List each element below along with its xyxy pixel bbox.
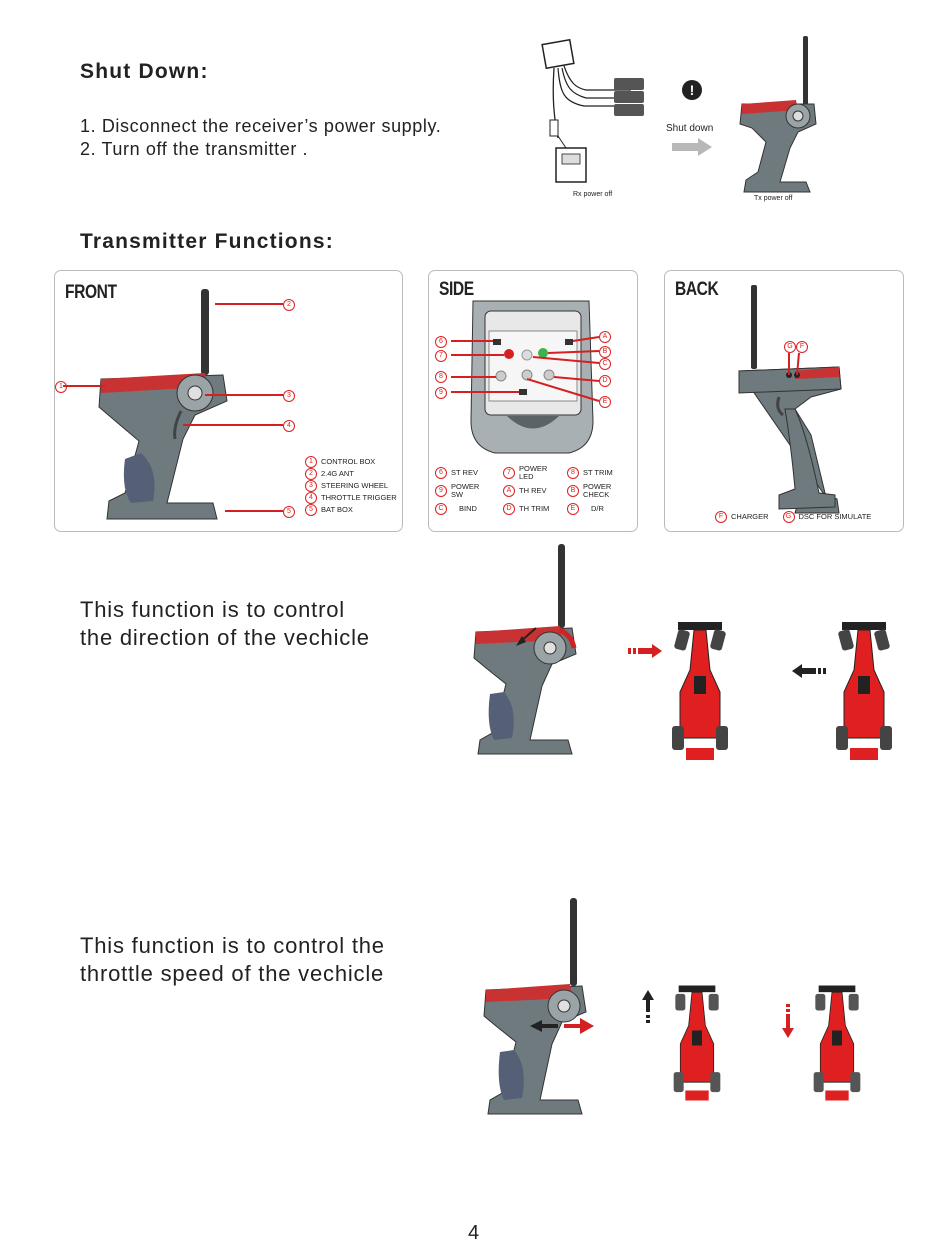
shutdown-step-1: 1. Disconnect the receiver’s power suppl… (80, 116, 442, 136)
functions-title: Transmitter Functions: (80, 230, 334, 253)
rx-caption: Rx power off (573, 191, 613, 198)
transmitter-front-illustration (98, 289, 228, 520)
front-callout-3: 3 (283, 390, 295, 402)
transmitter-steering-illustration (473, 544, 577, 755)
side-callout-6: 6 (435, 336, 447, 348)
back-callout-lines (788, 352, 800, 376)
side-callout-7: 7 (435, 350, 447, 362)
side-callout-9: 9 (435, 387, 447, 399)
side-callout-E: E (599, 396, 611, 408)
side-callout-8: 8 (435, 371, 447, 383)
front-callout-2: 2 (283, 299, 295, 311)
race-car-reverse-illustration (813, 985, 861, 1101)
shutdown-arrow-label: Shut down (666, 123, 714, 134)
transmitter-side-illustration (451, 300, 600, 454)
transmitter-throttle-illustration (483, 898, 594, 1115)
back-title: BACK (675, 279, 719, 300)
red-arrow-down-icon (782, 1004, 794, 1038)
gray-arrow-right-icon (672, 138, 712, 156)
side-callout-D: D (599, 375, 611, 387)
warning-icon: ! (682, 80, 702, 100)
race-car-forward-illustration (673, 985, 721, 1101)
receiver-illustration (541, 38, 644, 183)
side-callout-A: A (599, 331, 611, 343)
transmitter-back-illustration (738, 285, 842, 514)
steering-description: This function is to control the directio… (80, 597, 370, 650)
side-title: SIDE (439, 279, 474, 300)
shutdown-title: Shut Down: (80, 60, 209, 83)
side-callout-B: B (599, 346, 611, 358)
throttle-description: This function is to control the throttle… (80, 933, 385, 986)
red-arrow-right-icon (628, 644, 662, 658)
shutdown-step-2: 2. Turn off the transmitter . (80, 139, 309, 159)
race-car-left-illustration (672, 622, 728, 760)
back-callout-F: F (796, 341, 808, 353)
race-car-right-illustration (836, 622, 892, 760)
front-callout-5: 5 (283, 506, 295, 518)
front-callout-lines (63, 303, 283, 512)
black-arrow-up-icon (642, 990, 654, 1023)
side-callout-C: C (599, 358, 611, 370)
front-title: FRONT (65, 282, 117, 303)
back-callout-G: G (784, 341, 796, 353)
front-callout-1: 1 (55, 381, 67, 393)
front-callout-4: 4 (283, 420, 295, 432)
black-arrow-left-icon (792, 664, 826, 678)
page-number: 4 (468, 1222, 480, 1244)
transmitter-shutdown-illustration (739, 36, 817, 193)
tx-caption: Tx power off (754, 195, 793, 202)
